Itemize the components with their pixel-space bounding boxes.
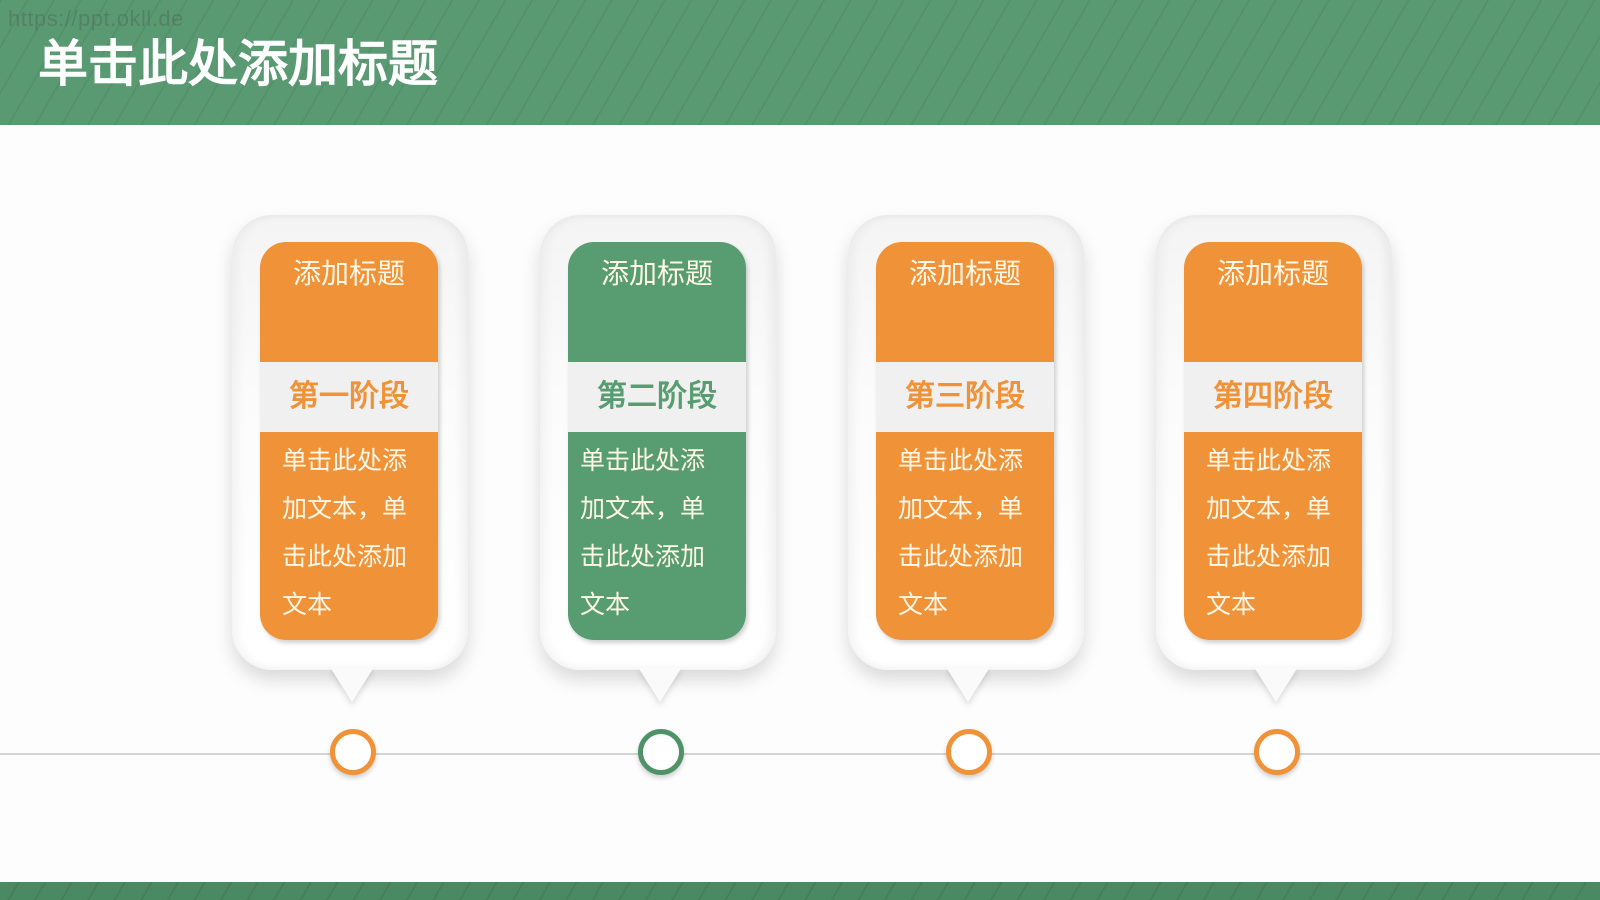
timeline-node-2	[638, 729, 684, 775]
pointer-arrow	[330, 667, 374, 702]
stage-title[interactable]: 添加标题	[1184, 242, 1362, 362]
stage-card-1[interactable]: 添加标题 第一阶段 单击此处添加文本，单击此处添加文本	[232, 215, 468, 702]
timeline-line	[0, 753, 1600, 755]
pointer-arrow	[638, 667, 682, 702]
stage-label[interactable]: 第二阶段	[568, 362, 746, 432]
timeline-node-1	[330, 729, 376, 775]
stage-label[interactable]: 第四阶段	[1184, 362, 1362, 432]
pointer-arrow	[946, 667, 990, 702]
stage-title[interactable]: 添加标题	[876, 242, 1054, 362]
timeline-node-4	[1254, 729, 1300, 775]
stage-body-text[interactable]: 单击此处添加文本，单击此处添加文本	[876, 432, 1054, 640]
stage-panel: 添加标题 第二阶段 单击此处添加文本，单击此处添加文本	[568, 242, 746, 640]
stage-body-text[interactable]: 单击此处添加文本，单击此处添加文本	[260, 432, 438, 640]
stage-title[interactable]: 添加标题	[260, 242, 438, 362]
stage-panel: 添加标题 第四阶段 单击此处添加文本，单击此处添加文本	[1184, 242, 1362, 640]
stage-body-text[interactable]: 单击此处添加文本，单击此处添加文本	[1184, 432, 1362, 640]
stage-card-3[interactable]: 添加标题 第三阶段 单击此处添加文本，单击此处添加文本	[848, 215, 1084, 702]
timeline-node-3	[946, 729, 992, 775]
footer-band	[0, 882, 1600, 900]
stage-label[interactable]: 第一阶段	[260, 362, 438, 432]
stage-panel: 添加标题 第一阶段 单击此处添加文本，单击此处添加文本	[260, 242, 438, 640]
watermark: https://ppt.okll.de	[8, 6, 184, 31]
header-banner: https://ppt.okll.de 单击此处添加标题	[0, 0, 1600, 125]
stage-label[interactable]: 第三阶段	[876, 362, 1054, 432]
stage-title[interactable]: 添加标题	[568, 242, 746, 362]
stage-body-text[interactable]: 单击此处添加文本，单击此处添加文本	[568, 432, 746, 640]
slide-title[interactable]: 单击此处添加标题	[38, 35, 438, 93]
stage-card-4[interactable]: 添加标题 第四阶段 单击此处添加文本，单击此处添加文本	[1156, 215, 1392, 702]
stage-panel: 添加标题 第三阶段 单击此处添加文本，单击此处添加文本	[876, 242, 1054, 640]
pointer-arrow	[1254, 667, 1298, 702]
stage-card-2[interactable]: 添加标题 第二阶段 单击此处添加文本，单击此处添加文本	[540, 215, 776, 702]
